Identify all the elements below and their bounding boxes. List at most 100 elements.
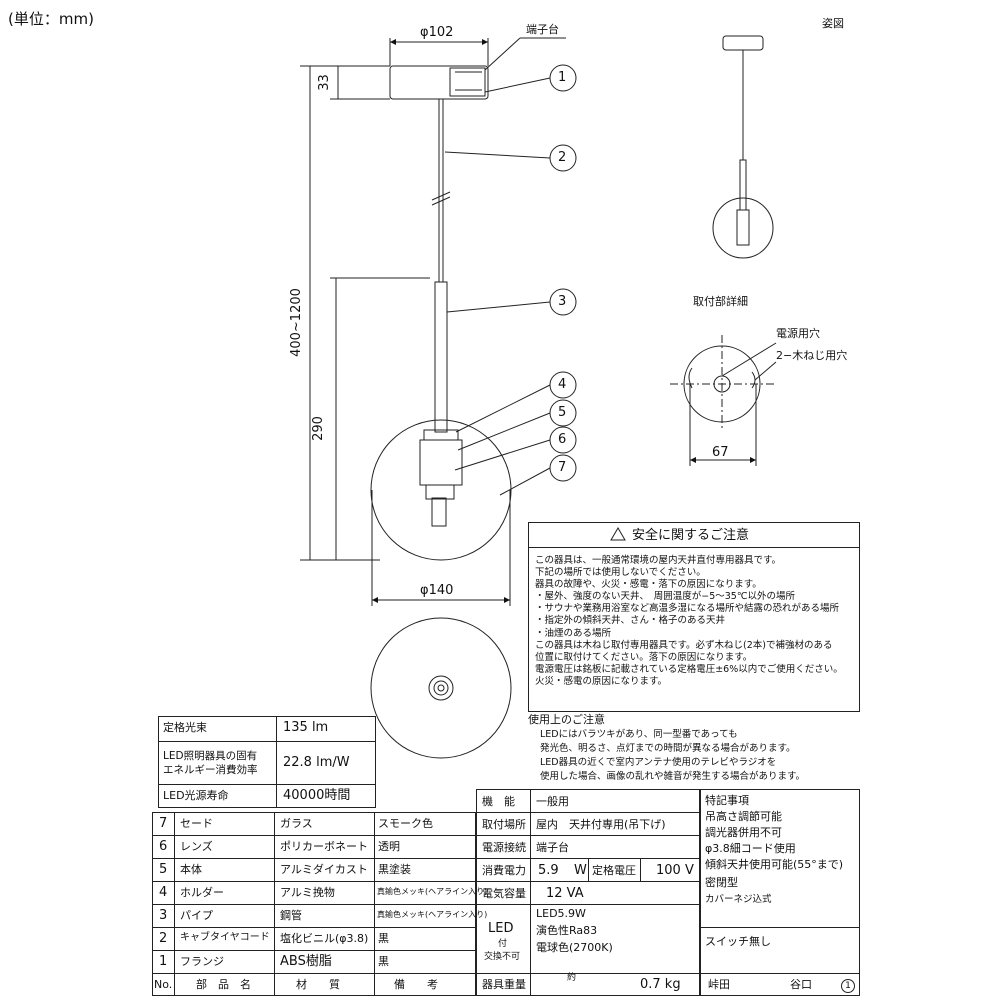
spec-power-unit: W xyxy=(574,863,587,878)
spec-weight-prefix: 約 xyxy=(567,973,577,983)
special-line: 傾斜天井使用可能(55°まで) xyxy=(705,858,844,871)
spec-weight-value: 0.7 kg xyxy=(640,977,681,992)
callout-6: 6 xyxy=(558,432,567,447)
part-name: フランジ xyxy=(180,955,224,968)
part-note: 透明 xyxy=(378,840,400,853)
glass-shade xyxy=(370,419,512,561)
spec-led-sub1: 付 xyxy=(498,939,508,949)
safety-line: ・サウナや業務用浴室など高温多湿になる場所や結露の恐れがある場所 xyxy=(535,603,840,615)
spec-function-value: 一般用 xyxy=(536,795,569,808)
safety-line: ・油煙のある場所 xyxy=(535,627,612,639)
spec-weight-label: 器具重量 xyxy=(482,978,526,991)
part-note: 黒 xyxy=(378,955,389,968)
mount-detail-title: 取付部詳細 xyxy=(693,295,748,308)
dim-shade-height: 290 xyxy=(310,416,326,441)
parts-header-no: No. xyxy=(154,978,173,991)
special-title: 特記事項 xyxy=(705,794,749,807)
part-note: 真鍮色メッキ(ヘアライン入り) xyxy=(377,910,488,919)
part-name: セード xyxy=(180,817,213,830)
safety-line: この器具は木ねじ取付専用器具です。必ず木ねじ(2本)で補強材のある xyxy=(535,639,833,651)
safety-list: この器具は、一般通常環境の屋内天井直付専用器具です。 下記の場所では使用しないで… xyxy=(535,556,855,689)
usage-line: 使用した場合、画像の乱れや雑音が発生する場合があります。 xyxy=(540,771,806,782)
safety-line: 位置に取付けてください。落下の原因になります。 xyxy=(535,651,753,663)
part-material: ガラス xyxy=(280,817,313,830)
revision-mark: 1 xyxy=(841,979,855,993)
special-line: 吊高さ調節可能 xyxy=(705,810,782,823)
safety-line: 火災・感電の原因になります。 xyxy=(535,675,668,687)
part-no: 6 xyxy=(159,839,168,854)
usage-line: 発光色、明るさ、点灯までの時間が異なる場合があります。 xyxy=(540,743,796,754)
special-line: 調光器併用不可 xyxy=(705,826,782,839)
spec-rated-label: 定格電圧 xyxy=(592,864,636,877)
perf-value: 40000時間 xyxy=(283,788,351,803)
spec-led-line2: 演色性Ra83 xyxy=(536,924,598,937)
part-no: 1 xyxy=(159,954,168,969)
mini-canopy xyxy=(722,35,764,51)
safety-line: ・屋外、強度のない天井、 周囲温度が−5〜35℃以外の場所 xyxy=(535,591,796,603)
dim-top-width: φ102 xyxy=(420,25,454,40)
spec-led-line3: 電球色(2700K) xyxy=(536,941,613,954)
safety-line: 電源電圧は銘板に記載されている定格電圧±6%以内でご使用ください。 xyxy=(535,663,843,675)
spec-conn-label: 電源接続 xyxy=(482,841,526,854)
part-material: ABS樹脂 xyxy=(280,954,332,969)
dim-top-height: 33 xyxy=(316,74,332,91)
parts-header-name: 部 品 名 xyxy=(196,978,251,991)
parts-header-material: 材 質 xyxy=(296,978,340,991)
callout-4: 4 xyxy=(558,377,567,392)
spec-power-value: 5.9 xyxy=(538,863,559,878)
sign-checker: 谷口 xyxy=(790,978,812,991)
part-material: 鋼管 xyxy=(280,909,302,922)
safety-header xyxy=(528,522,860,548)
terminal-block xyxy=(449,67,486,97)
perf-label: LED照明器具の固有 エネルギー消費効率 xyxy=(163,750,258,776)
dim-overall-length: 400~1200 xyxy=(288,288,304,357)
spec-cap-value: 12 VA xyxy=(546,886,584,901)
part-name: キャブタイヤコード xyxy=(180,932,270,943)
part-name: ホルダー xyxy=(180,886,224,899)
part-no: 3 xyxy=(159,908,168,923)
perf-value: 22.8 lm/W xyxy=(283,755,350,770)
view-label: 姿図 xyxy=(822,17,844,30)
part-material: アルミ挽物 xyxy=(280,886,335,899)
spec-led-label: LED xyxy=(488,921,514,936)
part-note: 黒 xyxy=(378,932,389,945)
part-no: 4 xyxy=(159,885,168,900)
part-no: 7 xyxy=(159,816,168,831)
spec-place-value: 屋内 天井付専用(吊下げ) xyxy=(536,818,666,831)
perf-value: 135 lm xyxy=(283,720,329,735)
bulb xyxy=(431,497,447,527)
part-note: 真鍮色メッキ(ヘアライン入り) xyxy=(377,887,488,896)
switch-note: スイッチ無し xyxy=(705,935,771,948)
spec-rated-value: 100 V xyxy=(656,863,694,878)
body xyxy=(419,439,463,486)
callout-7: 7 xyxy=(558,460,567,475)
callout-1: 1 xyxy=(558,70,567,85)
safety-title: 安全に関するご注意 xyxy=(632,528,750,543)
callout-5: 5 xyxy=(558,405,567,420)
special-line: カバーネジ込式 xyxy=(705,894,772,905)
part-note: スモーク色 xyxy=(378,817,433,830)
usage-line: LEDにはバラツキがあり、同一型番であっても xyxy=(540,729,738,740)
spec-cap-label: 電気容量 xyxy=(482,887,526,900)
spec-led-line1: LED5.9W xyxy=(536,907,586,920)
callout-3: 3 xyxy=(558,294,567,309)
callout-2: 2 xyxy=(558,150,567,165)
safety-line: 器具の故障や、火災・感電・落下の原因になります。 xyxy=(535,579,762,591)
sign-drafter: 峠田 xyxy=(708,978,730,991)
unit-label: (単位：mm) xyxy=(8,10,94,28)
part-note: 黒塗装 xyxy=(378,863,411,876)
part-no: 2 xyxy=(159,931,168,946)
perf-table xyxy=(158,716,376,808)
power-hole-label: 電源用穴 xyxy=(776,327,820,340)
spec-power-label: 消費電力 xyxy=(482,864,526,877)
usage-title: 使用上のご注意 xyxy=(528,713,605,726)
perf-label: LED光源寿命 xyxy=(163,789,229,802)
screw-hole-label: 2−木ねじ用穴 xyxy=(776,349,848,362)
part-name: レンズ xyxy=(180,840,213,853)
spec-place-label: 取付場所 xyxy=(482,818,526,831)
safety-line: この器具は、一般通常環境の屋内天井直付専用器具です。 xyxy=(535,555,782,566)
special-table xyxy=(700,789,860,996)
terminal-label: 端子台 xyxy=(526,23,559,36)
spec-table xyxy=(476,789,700,996)
mini-shade xyxy=(712,197,774,259)
